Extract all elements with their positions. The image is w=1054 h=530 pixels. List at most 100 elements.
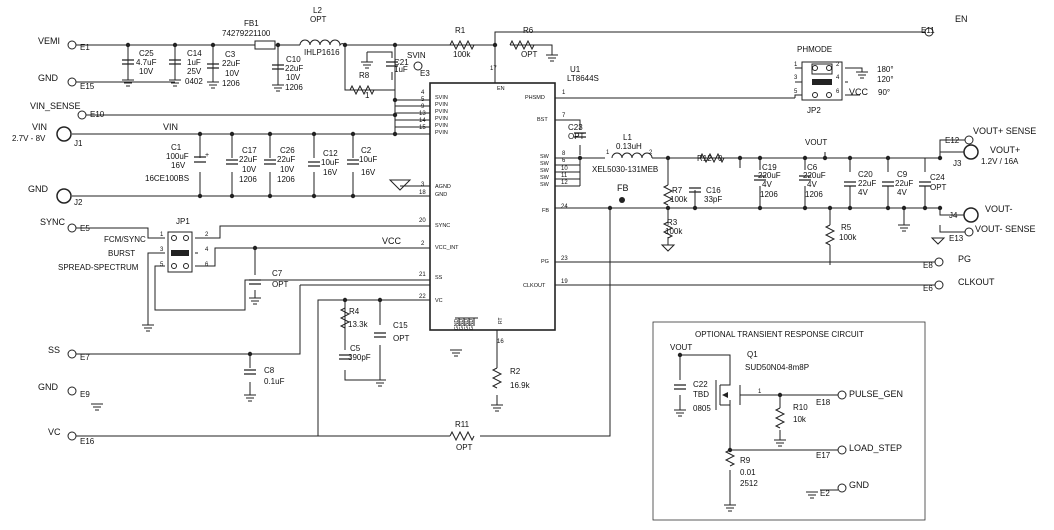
label-gnd2: GND (28, 184, 49, 194)
ic-pin-sw4: SW (540, 175, 550, 181)
pin-p22: 22 (419, 294, 426, 300)
label-r8: R8 (359, 71, 370, 80)
label-r3: R3 (667, 218, 678, 227)
pin-p13: 13 (419, 111, 426, 117)
ic-pin-names: SVINPVINPVINPVINPVINPVINAGNDGNDSYNCVCC_I… (435, 86, 550, 304)
pin-jp1p2: 2 (205, 232, 209, 238)
label-c17: C17 (242, 146, 257, 155)
ic-pin-gnd: GND (435, 192, 447, 198)
label-voutms: VOUT- SENSE (975, 224, 1036, 234)
label-l1v: 0.13uH (616, 142, 642, 151)
label-j2: J2 (74, 198, 83, 207)
label-c1b: 16V (171, 161, 186, 170)
label-p120: 120° (877, 75, 894, 84)
pin-p4: 4 (421, 90, 425, 96)
label-c10b: 10V (286, 73, 301, 82)
label-p180: 180° (877, 65, 894, 74)
label-e10: E10 (90, 110, 105, 119)
pin-p17: 17 (490, 66, 497, 72)
pin-jp2p3: 3 (794, 75, 798, 81)
label-c5: C5 (350, 344, 361, 353)
label-c16: C16 (706, 186, 721, 195)
label-c3b: 10V (225, 69, 240, 78)
label-gnd3: GND (38, 382, 59, 392)
label-p90: 90° (878, 88, 890, 97)
pin-p2: 2 (421, 241, 425, 247)
pin-p14: 14 (419, 118, 426, 124)
pin-q1p1: 1 (758, 389, 762, 395)
jumpers (167, 61, 843, 273)
pin-jp2p5: 5 (794, 89, 798, 95)
label-vout: VOUT (805, 138, 827, 147)
label-fb: FB (617, 183, 629, 193)
label-r10v: 10k (793, 415, 807, 424)
label-e12: E12 (945, 136, 960, 145)
pin-jp1p1: 1 (160, 232, 164, 238)
pin-jp1p5: 5 (160, 262, 164, 268)
ic-gnd-pins (455, 317, 478, 326)
label-fcm: FCM/SYNC (104, 235, 146, 244)
ic-pin-pvin2: PVIN (435, 109, 448, 115)
pin-jp1p6: 6 (205, 262, 209, 268)
pin-l1p1: 1 (606, 150, 610, 156)
ic-pin-pvin4: PVIN (435, 123, 448, 129)
label-c14a: 1uF (187, 58, 201, 67)
ic-pin-sw3: SW (540, 168, 550, 174)
label-c9b: 4V (897, 188, 907, 197)
label-vinnet: VIN (163, 122, 178, 132)
label-voutp: VOUT+ (990, 145, 1020, 155)
ic-pin-fbp: FB (542, 208, 549, 214)
label-voutr: 1.2V / 16A (981, 157, 1019, 166)
ic-vpin-rt: RT (498, 317, 504, 324)
label-e13: E13 (949, 234, 964, 243)
ic-pin-pvin1: PVIN (435, 102, 448, 108)
label-r5v: 100k (839, 233, 857, 242)
mosfet-q1 (715, 380, 745, 410)
label-l2v2: IHLP1616 (304, 48, 340, 57)
label-r7: R7 (672, 186, 683, 195)
label-r6v: OPT (521, 50, 538, 59)
label-c19: C19 (762, 163, 777, 172)
label-pg: PG (958, 254, 971, 264)
ic-vpin-gnd_c: GND (459, 319, 465, 331)
label-e6: E6 (923, 284, 933, 293)
label-r4v: 13.3k (348, 320, 369, 329)
pin-jp2p2: 2 (836, 62, 840, 68)
capacitors (122, 59, 931, 390)
label-fb1: FB1 (244, 19, 259, 28)
label-l2: L2 (313, 6, 322, 15)
label-c2b: 16V (361, 168, 376, 177)
pin-p19: 19 (561, 279, 568, 285)
label-gnd4: GND (849, 480, 870, 490)
label-r11v: OPT (456, 443, 473, 452)
ic-pin-svin: SVIN (435, 95, 448, 101)
label-c12b: 16V (323, 168, 338, 177)
pin-jp1p3: 3 (160, 247, 164, 253)
label-r2: R2 (510, 367, 521, 376)
ic-pin-clkp: CLKOUT (523, 283, 546, 289)
label-c19c: 1206 (760, 190, 778, 199)
label-vc: VC (48, 427, 61, 437)
label-c14b: 25V (187, 67, 202, 76)
label-c26c: 1206 (277, 175, 295, 184)
label-c2: C2 (361, 146, 372, 155)
label-r11: R11 (455, 420, 470, 429)
pin-p16: 16 (497, 339, 504, 345)
label-e5: E5 (80, 224, 90, 233)
label-r9: R9 (740, 456, 751, 465)
label-e16: E16 (80, 437, 95, 446)
label-r5: R5 (841, 223, 852, 232)
label-c24v: OPT (930, 183, 947, 192)
label-e3: E3 (420, 69, 430, 78)
pin-p3: 3 (421, 182, 425, 188)
label-c25a: 4.7uF (136, 58, 157, 67)
label-r10: R10 (793, 403, 808, 412)
label-l1: L1 (623, 133, 632, 142)
pin-p15: 15 (419, 125, 426, 131)
label-vinsense: VIN_SENSE (30, 101, 81, 111)
label-r9a: 0.01 (740, 468, 756, 477)
label-jp2: JP2 (807, 106, 821, 115)
label-c6b: 4V (807, 180, 817, 189)
label-e18: E18 (816, 398, 831, 407)
